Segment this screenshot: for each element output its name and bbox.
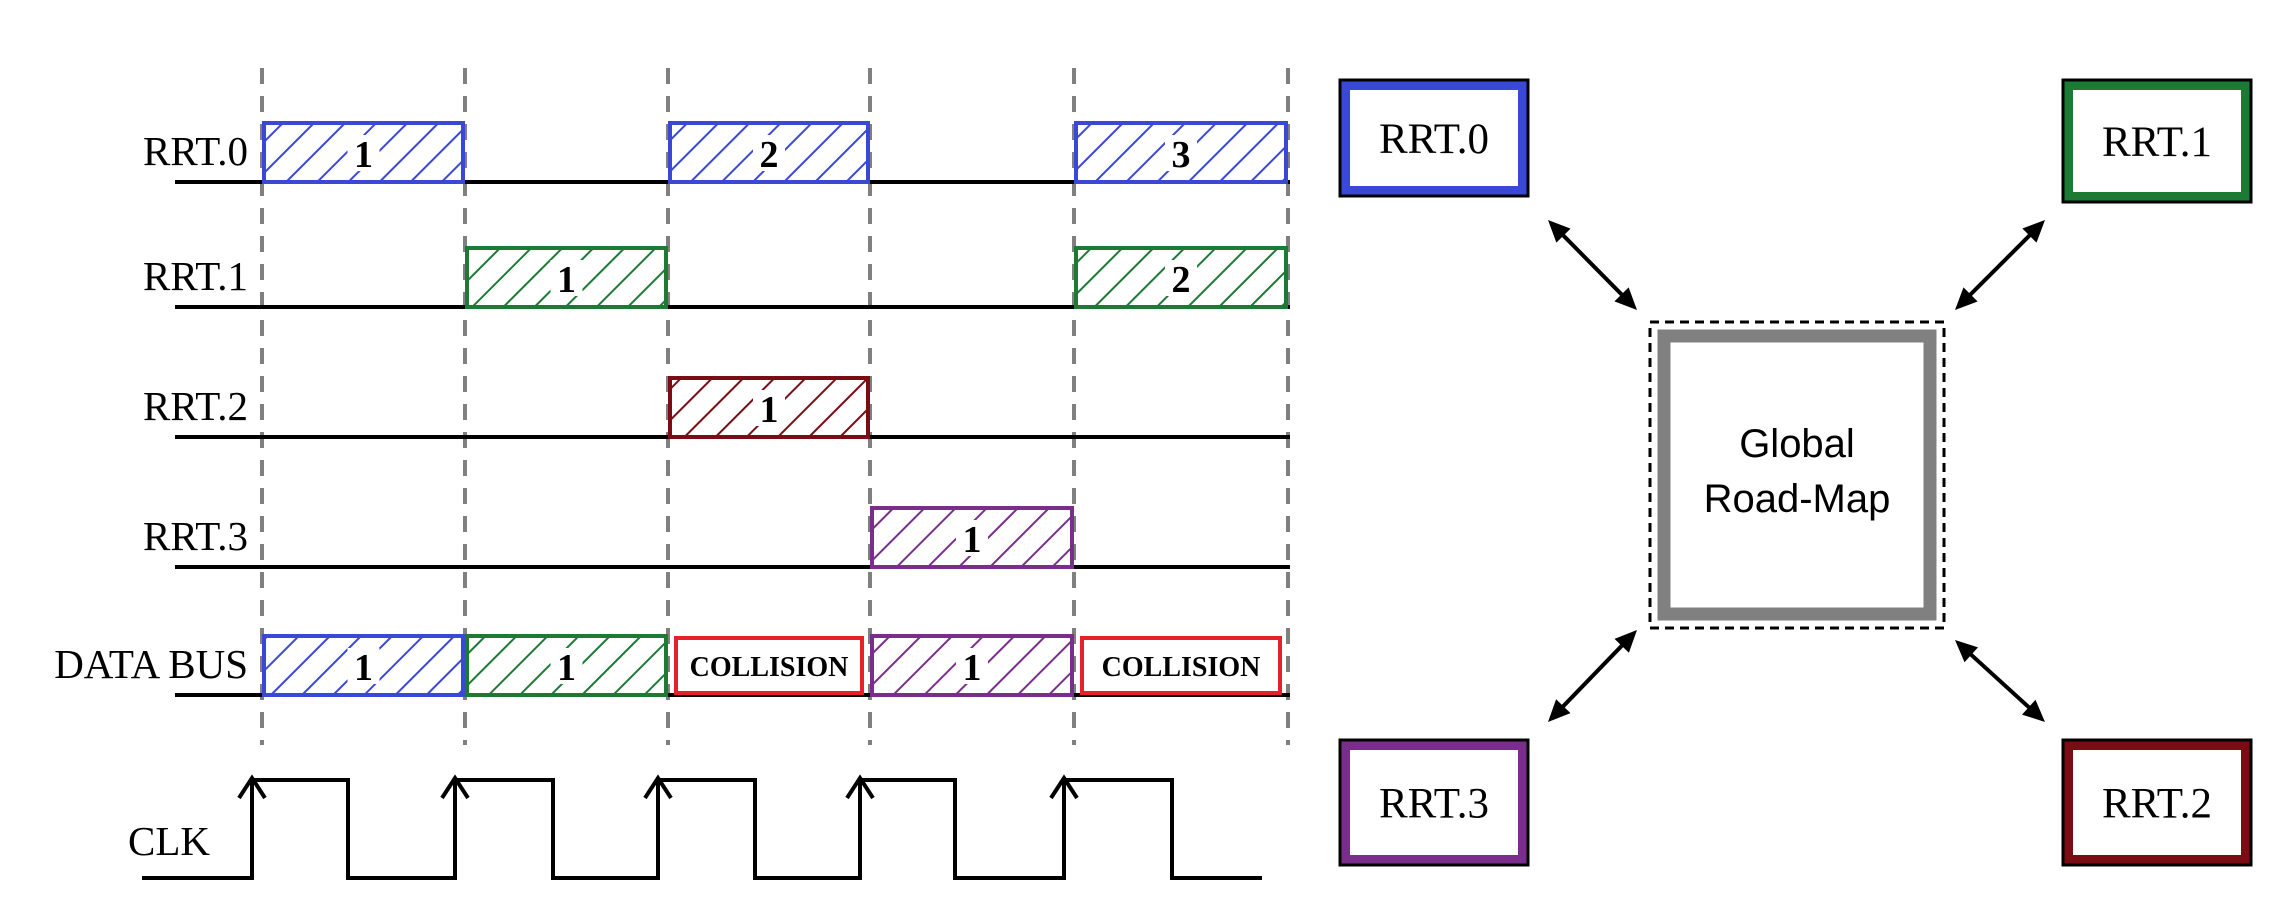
slot-label-bg xyxy=(1165,135,1197,171)
slot-4-3: 1 xyxy=(870,634,1074,697)
link-arrow-2 xyxy=(1548,630,1637,722)
slot-label-bg xyxy=(550,260,583,296)
slot-label-bg xyxy=(956,520,988,556)
slot-label-bg xyxy=(347,648,380,684)
slot-label: 1 xyxy=(354,134,373,176)
slot-2-2: 1 xyxy=(668,376,870,439)
node-box-colored xyxy=(1340,740,1528,865)
node-label: RRT.3 xyxy=(1379,781,1489,828)
link-arrow-0 xyxy=(1548,220,1637,310)
slot-label-bg xyxy=(550,648,583,684)
rising-edge-arrow-1 xyxy=(440,774,470,800)
global-roadmap-label-line1: Global xyxy=(1739,422,1855,466)
slot-label: 1 xyxy=(354,647,373,689)
node-box-outline xyxy=(1338,78,1530,198)
node-box-outline xyxy=(2061,78,2253,204)
clock-rising-edge-arrows xyxy=(237,774,1079,800)
slot-0-4: 3 xyxy=(1074,121,1288,184)
node-rrt3: RRT.3 xyxy=(1338,738,1530,867)
clock-signal: CLK xyxy=(128,774,1262,880)
rising-edge-arrow-3 xyxy=(845,774,875,800)
bidirectional-links xyxy=(1548,220,2045,722)
slot-label: 2 xyxy=(1172,259,1191,301)
slot-label-bg xyxy=(753,390,785,426)
node-label: RRT.2 xyxy=(2102,781,2212,828)
row-label-1: RRT.1 xyxy=(143,253,248,299)
node-box-outline xyxy=(2061,738,2253,867)
slot-3-3: 1 xyxy=(870,506,1074,569)
global-roadmap-box xyxy=(1657,329,1937,621)
slot-label-bg xyxy=(347,135,380,171)
collision-box xyxy=(1080,636,1282,695)
slot-0-0: 1 xyxy=(262,121,465,184)
slot-label: 3 xyxy=(1172,134,1191,176)
global-roadmap-dashed-border xyxy=(1648,320,1946,630)
slot-label: 1 xyxy=(557,647,576,689)
global-roadmap-label-line2: Road-Map xyxy=(1704,477,1891,521)
link-arrow-1 xyxy=(1955,220,2045,310)
node-box-outline xyxy=(1338,738,1530,867)
node-label: RRT.0 xyxy=(1379,116,1489,163)
slot-label-bg xyxy=(956,648,988,684)
node-box-colored xyxy=(1340,80,1528,196)
slot-4-4: COLLISION xyxy=(1080,636,1282,695)
rising-edge-arrow-0 xyxy=(237,774,267,800)
slot-label: 1 xyxy=(963,647,982,689)
slot-1-4: 2 xyxy=(1074,246,1288,309)
slot-1-1: 1 xyxy=(465,246,668,309)
slot-label-bg xyxy=(1165,260,1197,296)
link-arrow-3 xyxy=(1955,640,2045,722)
slot-0-2: 2 xyxy=(668,121,870,184)
global-roadmap-node: Global Road-Map xyxy=(1648,320,1946,630)
node-rrt0: RRT.0 xyxy=(1338,78,1530,198)
rising-edge-arrow-4 xyxy=(1049,774,1079,800)
row-label-0: RRT.0 xyxy=(143,128,248,174)
clock-waveform xyxy=(142,778,1262,880)
node-label: RRT.1 xyxy=(2102,119,2212,166)
slot-label: 1 xyxy=(760,389,779,431)
slot-label: 2 xyxy=(760,134,779,176)
clock-label: CLK xyxy=(128,818,210,864)
row-label-2: RRT.2 xyxy=(143,383,248,429)
node-rrt1: RRT.1 xyxy=(2061,78,2253,204)
slot-label-bg xyxy=(753,135,785,171)
collision-box xyxy=(674,636,864,695)
collision-label: COLLISION xyxy=(690,652,849,683)
node-rrt2: RRT.2 xyxy=(2061,738,2253,867)
row-label-4: DATA BUS xyxy=(54,641,248,687)
slot-label: 1 xyxy=(963,519,982,561)
slot-4-0: 1 xyxy=(262,634,465,697)
row-label-3: RRT.3 xyxy=(143,513,248,559)
slot-4-1: 1 xyxy=(465,634,668,697)
rising-edge-arrow-2 xyxy=(643,774,673,800)
collision-label: COLLISION xyxy=(1102,652,1261,683)
node-box-colored xyxy=(2063,740,2251,865)
node-box-colored xyxy=(2063,80,2251,202)
slot-label: 1 xyxy=(557,259,576,301)
slot-4-2: COLLISION xyxy=(674,636,864,695)
